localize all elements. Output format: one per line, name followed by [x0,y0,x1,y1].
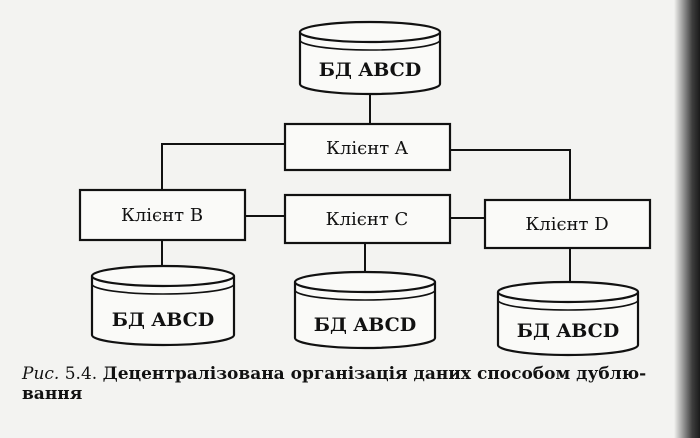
db-b: БД ABCD [90,264,236,347]
client-d-box: Клієнт D [483,198,652,250]
caption-text-line1: Децентралізована організація даних спосо… [102,364,647,384]
figure-caption: Рис. 5.4. Децентралізована організація д… [22,364,682,404]
client-b-rect [78,188,247,242]
client-d-rect [483,198,652,250]
client-d-label: Клієнт D [525,214,608,235]
client-b-box: Клієнт B [78,188,247,242]
connector-lines [161,88,571,282]
db-top: БД ABCD [298,20,442,96]
client-c-box: Клієнт C [283,193,452,245]
db-top-body [298,32,442,96]
client-a-box: Клієнт A [283,122,452,172]
db-c-label: БД ABCD [314,314,417,336]
db-d-label: БД ABCD [517,320,620,342]
db-b-lid [90,264,236,288]
db-top-rim [299,39,441,51]
db-top-lid [298,20,442,44]
db-c-rim [294,289,436,301]
client-b-label: Клієнт B [121,205,203,226]
db-d-lid [496,280,640,304]
db-d-body [496,292,640,357]
db-d: БД ABCD [496,280,640,357]
caption-prefix: Рис. [22,364,60,384]
client-a-label: Клієнт A [326,138,409,159]
caption-text-line2: вання [22,384,83,404]
db-c-lid [293,270,437,294]
db-c: БД ABCD [293,270,437,350]
db-top-label: БД ABCD [319,59,422,81]
db-b-rim [91,283,235,295]
page-edge-shadow [674,0,700,438]
client-a-rect [283,122,452,172]
db-b-label: БД ABCD [112,309,215,331]
line-client-a-to-client-b [161,143,285,190]
client-c-label: Клієнт C [326,209,409,230]
client-c-rect [283,193,452,245]
db-d-rim [497,299,639,311]
caption-number: 5.4. [64,364,98,384]
line-client-a-to-client-d [450,149,571,200]
